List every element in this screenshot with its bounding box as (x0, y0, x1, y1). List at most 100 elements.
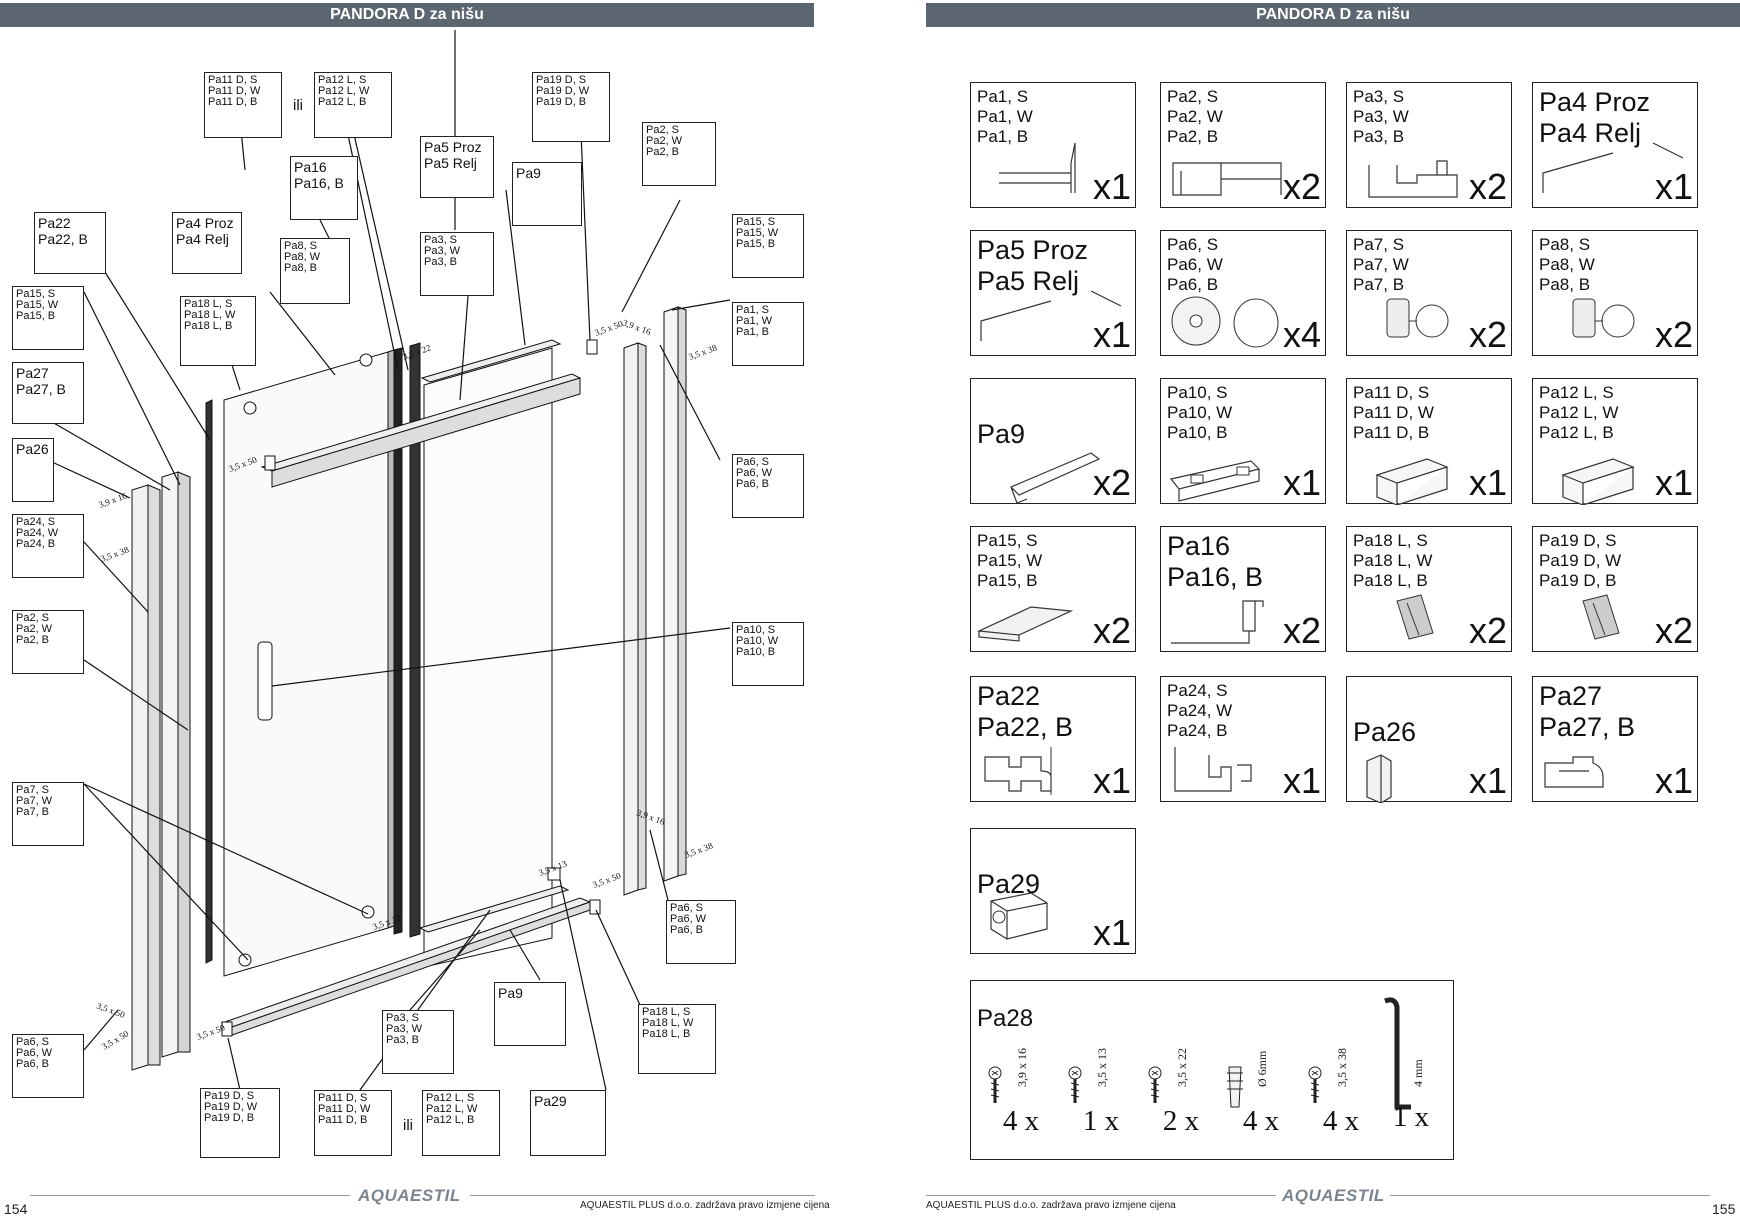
wall-plug-icon (1227, 1066, 1243, 1108)
brand-logo: AQUAESTIL (358, 1186, 461, 1205)
part-quantity: x1 (1092, 912, 1131, 953)
part-code: Pa16 Pa16, B (1167, 531, 1264, 592)
part-quantity: x2 (1092, 462, 1131, 503)
stopper-icon (1561, 458, 1635, 505)
glass-panel-icon (1542, 142, 1684, 193)
part-card: Pa15, S Pa15, W Pa15, B x2 (970, 526, 1136, 652)
part-code: Pa9 (977, 419, 1026, 449)
footer-note-right: AQUAESTIL PLUS d.o.o. zadržava pravo izm… (926, 1200, 1176, 1211)
screw-icon (988, 1066, 1002, 1103)
allen-key-icon (1384, 997, 1411, 1110)
glass-panel-icon (980, 290, 1122, 341)
part-card: Pa26 x1 (1346, 676, 1512, 803)
hardware-size: 3,9 x 16 (1015, 1048, 1029, 1087)
part-quantity: x2 (1654, 610, 1693, 651)
part-card: Pa9 x2 (970, 378, 1136, 504)
roller-icon (1386, 298, 1449, 338)
stopper-icon (1375, 458, 1449, 505)
handle-icon (1169, 460, 1261, 502)
part-quantity: x1 (1282, 760, 1321, 801)
label-ili: ili (290, 98, 306, 113)
label-pa15-right: Pa15, S Pa15, W Pa15, B (732, 214, 804, 278)
screw-label: 3,5 x 50 (100, 1028, 131, 1052)
part-code: Pa2, S Pa2, W Pa2, B (1167, 87, 1223, 146)
page-number-left: 154 (4, 1201, 28, 1217)
part-quantity: x1 (1654, 760, 1693, 801)
part-card: Pa27 Pa27, B x1 (1532, 676, 1698, 802)
hardware-quantity: 4 x (1242, 1105, 1280, 1137)
cap-icon (1171, 296, 1279, 348)
part-code: Pa6, S Pa6, W Pa6, B (1167, 235, 1223, 294)
part-quantity: x2 (1282, 610, 1321, 651)
profile-pa1-icon (999, 142, 1076, 193)
label-pa3-top: Pa3, S Pa3, W Pa3, B (420, 232, 494, 296)
label-pa18l-top: Pa18 L, S Pa18 L, W Pa18 L, B (180, 296, 256, 366)
part-code: Pa19 D, S Pa19 D, W Pa19 D, B (1539, 531, 1622, 590)
screw-label: 3,5 x 50 (95, 1000, 126, 1020)
bracket-icon (1582, 594, 1620, 640)
screw-label: 3,5 x 50 (591, 870, 622, 890)
part-quantity: x1 (1092, 760, 1131, 801)
label-pa6-right-2: Pa6, S Pa6, W Pa6, B (666, 900, 736, 964)
label-pa12l: Pa12 L, S Pa12 L, W Pa12 L, B (314, 72, 392, 138)
label-pa15-left: Pa15, S Pa15, W Pa15, B (12, 286, 84, 350)
screw-icon (1148, 1066, 1162, 1103)
screw-label: 3,5 x 50 (593, 318, 624, 338)
part-code: Pa27 Pa27, B (1539, 681, 1636, 742)
part-card: Pa3, S Pa3, W Pa3, B x2 (1346, 82, 1512, 208)
part-quantity: x1 (1092, 314, 1131, 355)
label-pa24: Pa24, S Pa24, W Pa24, B (12, 514, 84, 578)
assembly-drawing: 3,5 x 50 3,5 x 22 3,5 x 50 3,9 x 16 3,5 … (51, 30, 731, 1091)
part-quantity: x2 (1468, 166, 1507, 207)
part-code: Pa15, S Pa15, W Pa15, B (977, 531, 1043, 590)
seal-strip-icon (1009, 452, 1101, 504)
hardware-title: Pa28 (977, 1005, 1034, 1032)
screw-icon (1068, 1066, 1082, 1103)
part-code: Pa5 Proz Pa5 Relj (977, 235, 1089, 296)
hardware-size: Ø 6mm (1255, 1050, 1269, 1087)
label-pa26: Pa26 (12, 438, 54, 502)
part-code: Pa7, S Pa7, W Pa7, B (1353, 235, 1409, 294)
label-pa12l-bottom: Pa12 L, S Pa12 L, W Pa12 L, B (422, 1090, 500, 1156)
part-card: Pa19 D, S Pa19 D, W Pa19 D, B x2 (1532, 526, 1698, 652)
part-code: Pa3, S Pa3, W Pa3, B (1353, 87, 1409, 146)
label-pa19d-top: Pa19 D, S Pa19 D, W Pa19 D, B (532, 72, 610, 142)
part-card: Pa29 x1 (970, 828, 1136, 954)
block-icon (990, 892, 1048, 940)
label-pa6-right-1: Pa6, S Pa6, W Pa6, B (732, 454, 804, 518)
screw-label: 3,5 x 38 (99, 544, 130, 564)
right-wall-profile (623, 306, 687, 896)
label-pa22: Pa22 Pa22, B (34, 212, 106, 274)
brand-logo: AQUAESTIL (1282, 1186, 1385, 1205)
screw-label: 3,9 x 16 (97, 490, 128, 510)
part-quantity: x1 (1092, 166, 1131, 207)
part-code: Pa26 (1353, 717, 1417, 747)
screw-icon (1308, 1066, 1322, 1103)
part-quantity: x2 (1282, 166, 1321, 207)
label-pa10: Pa10, S Pa10, W Pa10, B (732, 622, 804, 686)
hardware-size: 3,5 x 38 (1335, 1048, 1349, 1087)
part-code: Pa12 L, S Pa12 L, W Pa12 L, B (1539, 383, 1619, 442)
part-code: Pa11 D, S Pa11 D, W Pa11 D, B (1353, 383, 1434, 442)
corner-profile-icon (1366, 754, 1392, 803)
part-quantity: x2 (1092, 610, 1131, 651)
hardware-size: 3,5 x 13 (1095, 1048, 1109, 1087)
label-pa2-left: Pa2, S Pa2, W Pa2, B (12, 610, 84, 674)
label-pa19d-bottom: Pa19 D, S Pa19 D, W Pa19 D, B (200, 1088, 280, 1158)
part-code: Pa29 (977, 869, 1041, 899)
part-quantity: x1 (1468, 760, 1507, 801)
label-pa7: Pa7, S Pa7, W Pa7, B (12, 782, 84, 846)
part-quantity: x1 (1468, 462, 1507, 503)
connector-icon (984, 747, 1052, 795)
roller-icon (1572, 298, 1635, 338)
part-quantity: x4 (1282, 314, 1321, 355)
profile-pa16-icon (1171, 600, 1264, 644)
